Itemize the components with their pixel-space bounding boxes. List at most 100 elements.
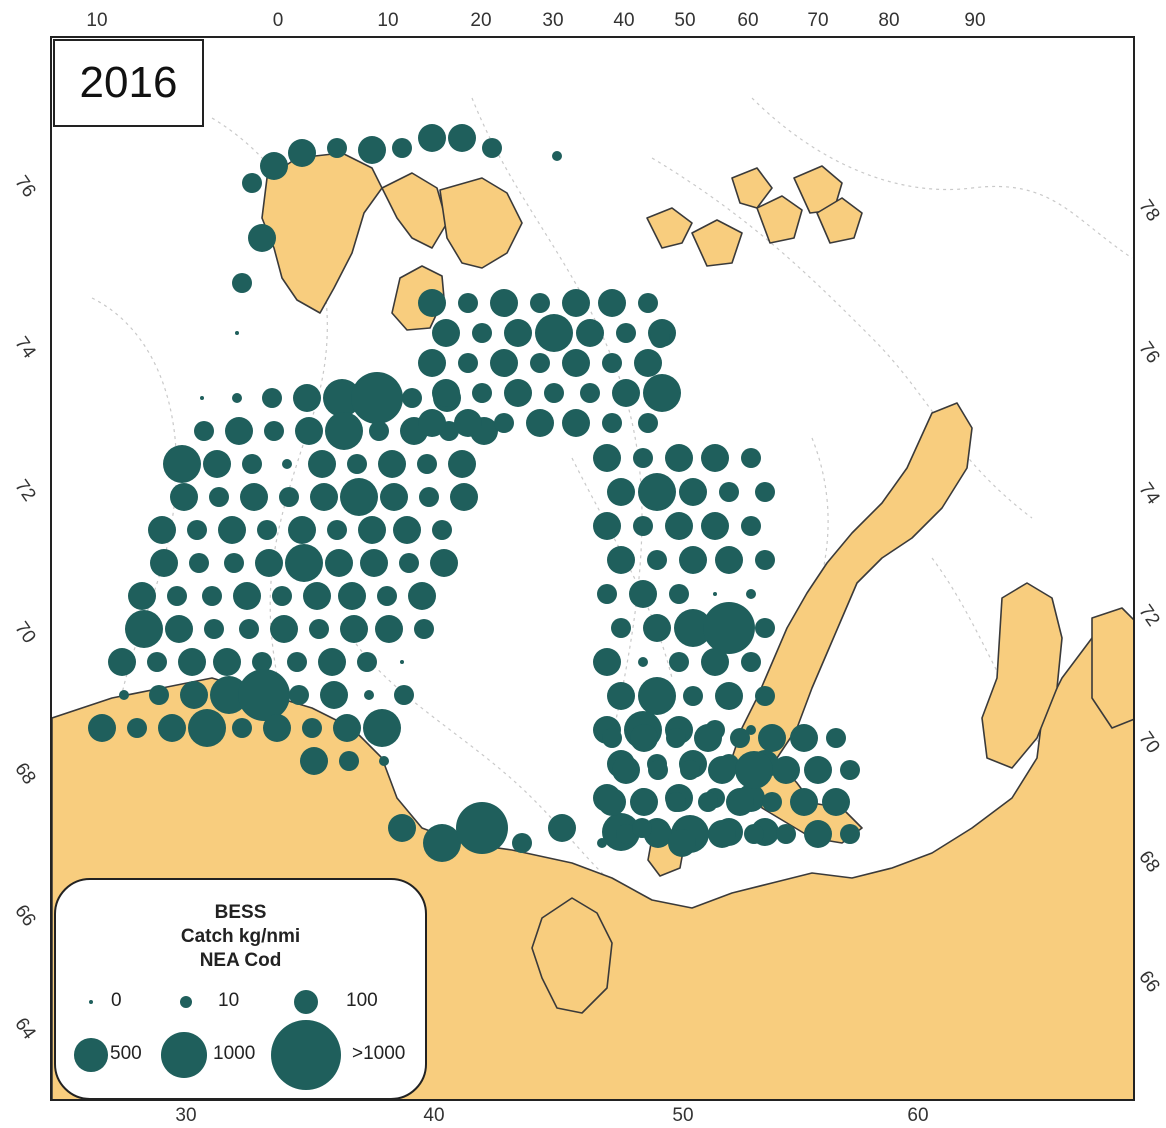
land-mass: [261, 152, 383, 314]
station-marker: [125, 610, 163, 648]
station-marker: [364, 690, 374, 700]
top-tick: 0: [272, 10, 284, 31]
station-marker: [224, 553, 244, 573]
station-marker: [338, 582, 366, 610]
station-marker: [325, 549, 353, 577]
station-marker: [669, 584, 689, 604]
station-marker: [458, 293, 478, 313]
station-marker: [650, 328, 670, 348]
bottom-tick: 60: [907, 1105, 929, 1126]
station-marker: [598, 289, 626, 317]
station-marker: [611, 618, 631, 638]
station-marker: [552, 151, 562, 161]
land-mass: [1091, 607, 1133, 729]
station-marker: [394, 685, 414, 705]
station-marker: [148, 516, 176, 544]
top-tick: 20: [470, 10, 492, 31]
station-marker: [674, 609, 712, 647]
station-marker: [379, 756, 389, 766]
station-marker: [746, 725, 756, 735]
station-marker: [209, 487, 229, 507]
station-marker: [758, 724, 786, 752]
station-marker: [400, 660, 404, 664]
station-marker: [562, 409, 590, 437]
station-marker: [238, 669, 290, 721]
station-marker: [377, 586, 397, 606]
survey-stations: [88, 124, 860, 862]
station-marker: [454, 409, 482, 437]
station-marker: [512, 833, 532, 853]
station-marker: [363, 709, 401, 747]
station-marker: [310, 483, 338, 511]
station-marker: [272, 586, 292, 606]
station-marker: [643, 614, 671, 642]
station-marker: [708, 820, 736, 848]
bottom-tick: 40: [423, 1105, 445, 1126]
station-marker: [393, 516, 421, 544]
station-marker: [456, 802, 508, 854]
legend-label: 100: [346, 990, 378, 1011]
legend-marker: [88, 999, 94, 1005]
station-marker: [293, 384, 321, 412]
station-marker: [289, 685, 309, 705]
station-marker: [607, 478, 635, 506]
station-marker: [598, 788, 626, 816]
station-marker: [213, 648, 241, 676]
station-marker: [755, 482, 775, 502]
station-marker: [378, 450, 406, 478]
station-marker: [239, 619, 259, 639]
left-tick: 66: [10, 901, 40, 931]
right-tick: 68: [1134, 847, 1164, 877]
station-marker: [494, 413, 514, 433]
station-marker: [127, 718, 147, 738]
top-tick: 90: [964, 10, 986, 31]
bottom-tick: 30: [175, 1105, 197, 1126]
right-tick: 70: [1134, 728, 1164, 758]
station-marker: [612, 379, 640, 407]
station-marker: [708, 756, 736, 784]
station-marker: [414, 619, 434, 639]
station-marker: [530, 353, 550, 373]
station-marker: [178, 648, 206, 676]
station-marker: [149, 685, 169, 705]
land-mass: [439, 177, 523, 269]
station-marker: [544, 383, 564, 403]
station-marker: [840, 824, 860, 844]
station-marker: [357, 652, 377, 672]
station-marker: [402, 388, 422, 408]
station-marker: [150, 549, 178, 577]
station-marker: [262, 388, 282, 408]
legend-marker: [294, 990, 318, 1014]
station-marker: [535, 314, 573, 352]
station-marker: [680, 760, 700, 780]
station-marker: [308, 450, 336, 478]
station-marker: [333, 714, 361, 742]
left-tick: 64: [10, 1014, 40, 1044]
station-marker: [679, 546, 707, 574]
land-mass: [381, 172, 448, 249]
station-marker: [119, 690, 129, 700]
station-marker: [741, 448, 761, 468]
station-marker: [203, 450, 231, 478]
station-marker: [225, 417, 253, 445]
station-marker: [399, 553, 419, 573]
station-marker: [755, 618, 775, 638]
station-marker: [318, 648, 346, 676]
station-marker: [804, 820, 832, 848]
station-marker: [202, 586, 222, 606]
land-mass: [731, 167, 773, 209]
station-marker: [694, 724, 722, 752]
station-marker: [804, 756, 832, 784]
left-tick: 76: [10, 172, 40, 202]
station-marker: [562, 349, 590, 377]
station-marker: [430, 549, 458, 577]
station-marker: [448, 450, 476, 478]
station-marker: [730, 728, 750, 748]
station-marker: [504, 319, 532, 347]
station-marker: [200, 396, 204, 400]
station-marker: [822, 788, 850, 816]
station-marker: [167, 586, 187, 606]
station-marker: [482, 138, 502, 158]
station-marker: [643, 374, 681, 412]
